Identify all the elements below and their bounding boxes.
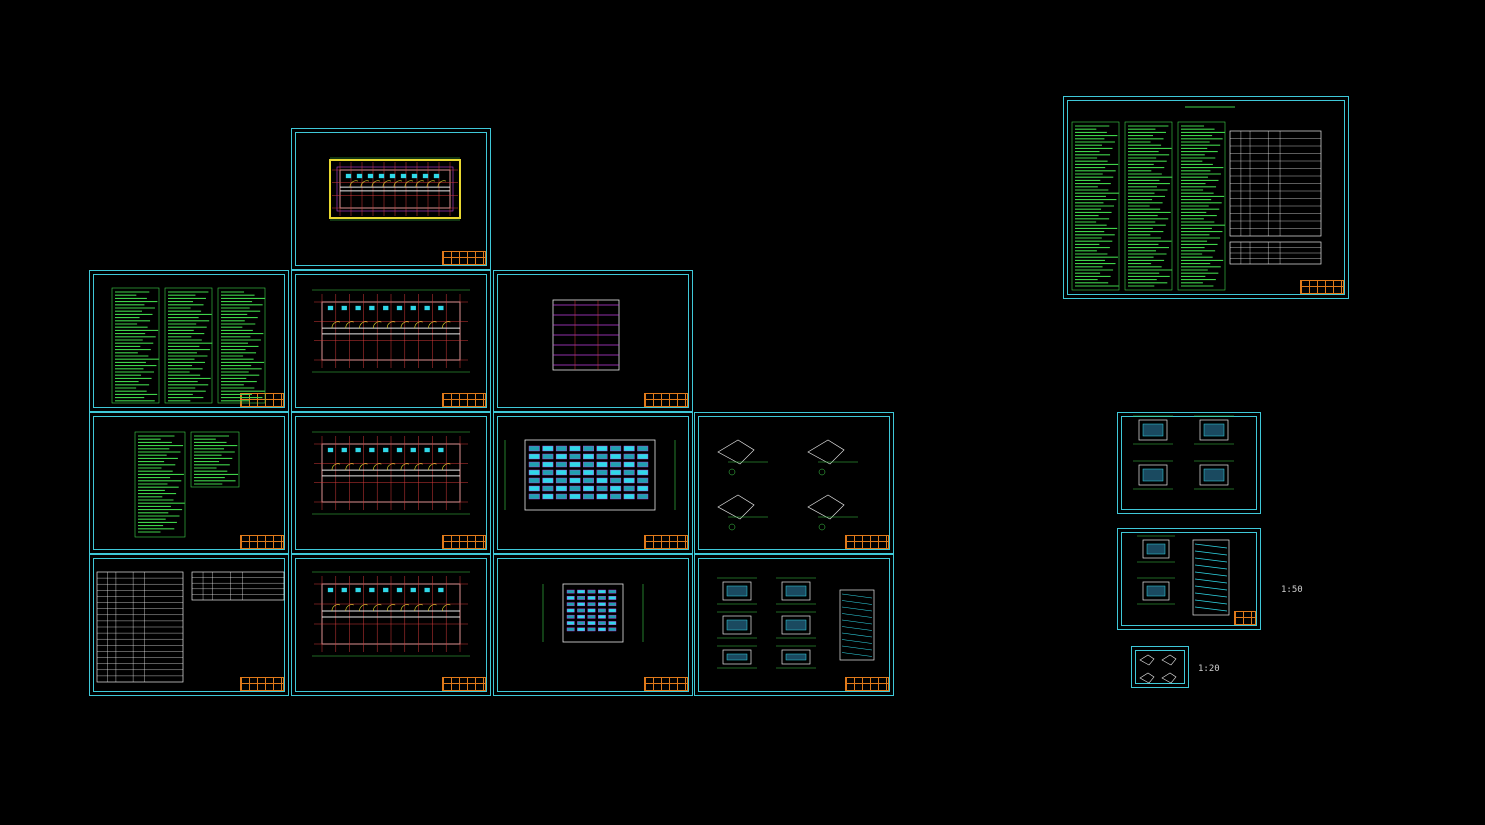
sheet-stair-details-1[interactable] <box>1117 412 1261 514</box>
sheet-door-window-schedule[interactable] <box>89 554 289 696</box>
title-block <box>1300 280 1344 294</box>
title-block <box>644 535 688 549</box>
sheet-notes-overview[interactable] <box>1063 96 1349 299</box>
title-block <box>644 393 688 407</box>
title-block <box>442 535 486 549</box>
title-block <box>845 535 889 549</box>
sheet-floor-plan-2[interactable] <box>291 412 491 554</box>
title-block <box>644 677 688 691</box>
title-block <box>1234 611 1256 625</box>
sheet-roof-plan[interactable] <box>291 128 491 270</box>
sheet-floor-plan-ground[interactable] <box>291 554 491 696</box>
sheet-details-1[interactable] <box>694 412 894 554</box>
title-block <box>240 677 284 691</box>
sheet-elevation-side[interactable] <box>493 554 693 696</box>
sheet-stair-details-2[interactable] <box>1117 528 1261 630</box>
sheet-design-notes-1[interactable] <box>89 270 289 412</box>
title-block <box>442 677 486 691</box>
sheet-small-details[interactable] <box>1131 646 1189 688</box>
sheet-floor-plan-1[interactable] <box>291 270 491 412</box>
sheet-section-1[interactable] <box>493 270 693 412</box>
title-block <box>240 393 284 407</box>
title-block <box>845 677 889 691</box>
scale-label-1-50: 1:50 <box>1281 585 1303 595</box>
title-block <box>442 251 486 265</box>
scale-label-1-20: 1:20 <box>1198 664 1220 674</box>
sheet-design-notes-2[interactable] <box>89 412 289 554</box>
sheet-elevation-front[interactable] <box>493 412 693 554</box>
sheet-details-2[interactable] <box>694 554 894 696</box>
title-block <box>240 535 284 549</box>
title-block <box>442 393 486 407</box>
